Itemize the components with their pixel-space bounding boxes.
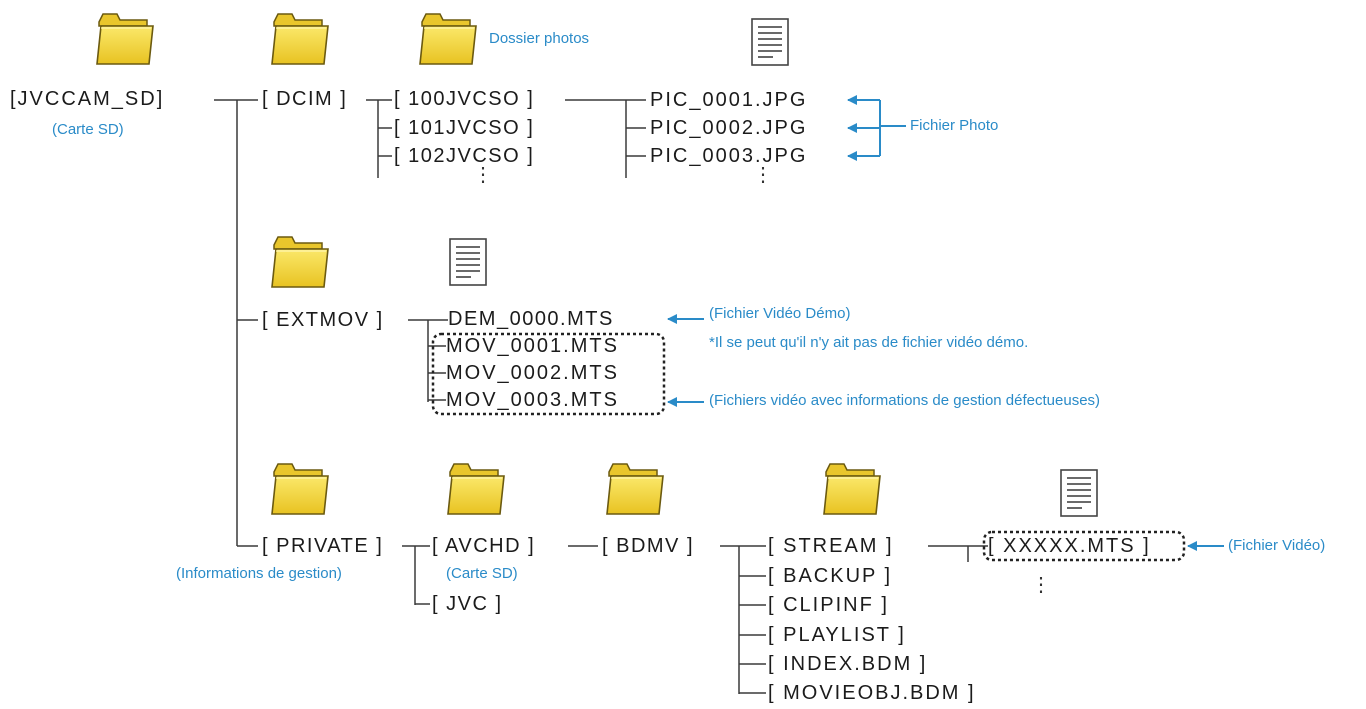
dcim-folder-label: [ DCIM ] xyxy=(262,88,348,110)
demo-warning-note: *Il se peut qu'il n'y ait pas de fichier… xyxy=(709,334,1029,351)
root-folder-label: [JVCCAM_SD] xyxy=(10,88,165,110)
movie-file-2-label: MOV_0002.MTS xyxy=(446,362,619,384)
backup-folder-label: [ BACKUP ] xyxy=(768,565,893,587)
clipinf-folder-label: [ CLIPINF ] xyxy=(768,594,889,616)
index-bdm-file-label: [ INDEX.BDM ] xyxy=(768,653,928,675)
jvc-folder-label: [ JVC ] xyxy=(432,593,503,615)
demo-file-label: DEM_0000.MTS xyxy=(448,308,614,330)
photo-folder-note: Dossier photos xyxy=(489,30,590,47)
root-subtitle: (Carte SD) xyxy=(52,121,124,138)
private-subtitle: (Informations de gestion) xyxy=(176,565,342,582)
bdmv-folder-label: [ BDMV ] xyxy=(602,535,695,557)
avchd-folder-label: [ AVCHD ] xyxy=(432,535,536,557)
more-photos-ellipsis: ⋮ xyxy=(753,164,773,186)
movieobj-bdm-file-label: [ MOVIEOBJ.BDM ] xyxy=(768,682,976,704)
demo-file-note: (Fichier Vidéo Démo) xyxy=(709,305,851,322)
more-videos-ellipsis: ⋮ xyxy=(1031,574,1051,596)
playlist-folder-label: [ PLAYLIST ] xyxy=(768,624,906,646)
extmov-folder-label: [ EXTMOV ] xyxy=(262,309,384,331)
folder-100jvcso-label: [ 100JVCSO ] xyxy=(394,88,535,110)
defective-files-note: (Fichiers vidéo avec informations de ges… xyxy=(709,392,1101,409)
folder-102jvcso-label: [ 102JVCSO ] xyxy=(394,145,535,167)
avchd-subtitle: (Carte SD) xyxy=(446,565,518,582)
more-folders-ellipsis: ⋮ xyxy=(473,164,493,186)
annotation-arrows xyxy=(667,95,1224,551)
photo-file-note: Fichier Photo xyxy=(910,117,999,134)
video-file-note: (Fichier Vidéo) xyxy=(1228,537,1326,554)
folder-101jvcso-label: [ 101JVCSO ] xyxy=(394,117,535,139)
private-folder-label: [ PRIVATE ] xyxy=(262,535,384,557)
defective-files-box xyxy=(431,332,666,416)
video-file-box xyxy=(982,530,1186,562)
photo-file-2-label: PIC_0002.JPG xyxy=(650,117,808,139)
stream-folder-label: [ STREAM ] xyxy=(768,535,894,557)
movie-file-3-label: MOV_0003.MTS xyxy=(446,389,619,411)
movie-file-1-label: MOV_0001.MTS xyxy=(446,335,619,357)
video-file-label: [ XXXXX.MTS ] xyxy=(988,535,1151,557)
photo-file-1-label: PIC_0001.JPG xyxy=(650,89,808,111)
tree-lines xyxy=(214,99,988,694)
photo-file-3-label: PIC_0003.JPG xyxy=(650,145,808,167)
